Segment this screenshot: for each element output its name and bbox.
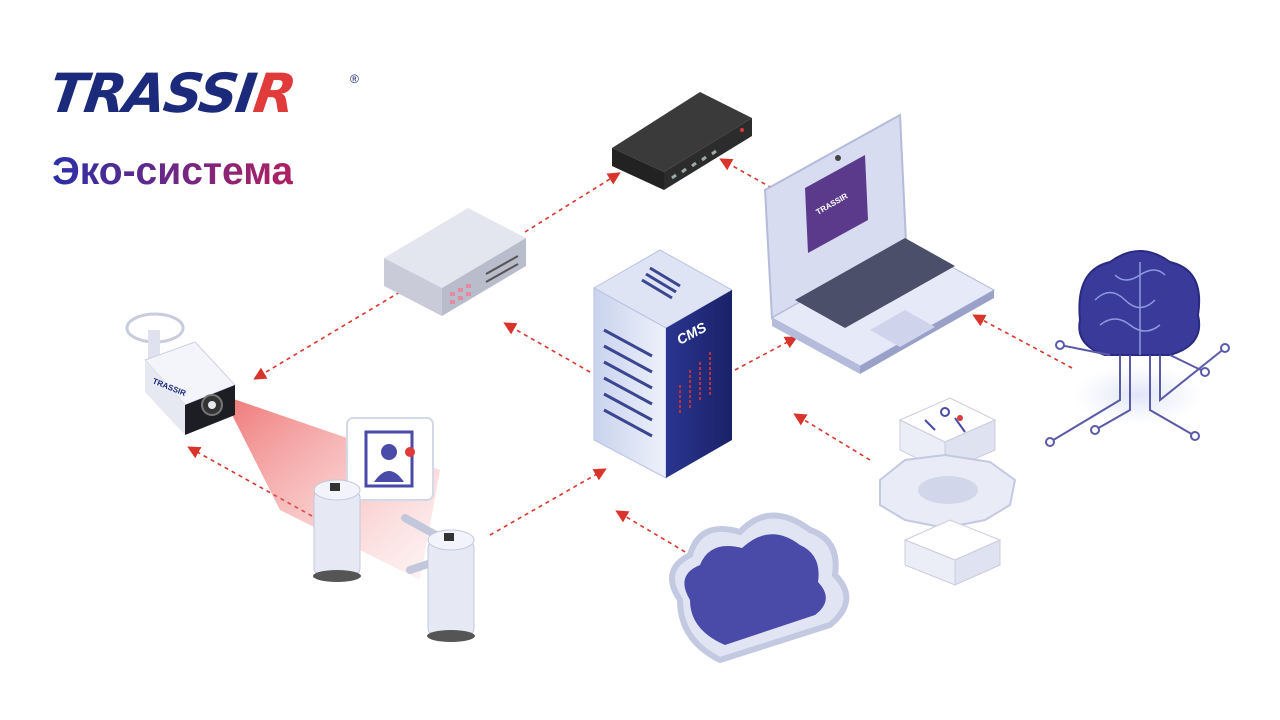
connection-arrows: [187, 158, 1073, 557]
page-title: Эко-система: [52, 150, 294, 193]
network-switch: [612, 92, 752, 190]
arrow-ai-to-laptop: [972, 314, 1073, 369]
arrow-laptop-to-switch: [719, 158, 773, 189]
arrow-modules-to-server: [793, 413, 871, 461]
arrow-server-to-recorder: [503, 322, 591, 373]
arrow-recorder-to-camera: [253, 291, 401, 380]
ai-brain-icon: [1045, 250, 1230, 447]
trassir-logo: TRASSIR: [46, 62, 299, 125]
arrow-server-to-laptop: [734, 336, 798, 371]
registered-mark: ®: [350, 72, 359, 86]
turnstile-left: [313, 479, 361, 582]
logo-text-main: TRASSI: [45, 62, 259, 125]
face-recognition-card: [346, 417, 434, 501]
analytics-modules: [879, 397, 1017, 586]
turnstile-right: [401, 514, 475, 642]
cms-server: CMS: [592, 249, 734, 479]
video-recorder: [384, 208, 526, 316]
arrow-turnstile-to-server: [489, 468, 607, 536]
laptop: TRASSIR: [763, 113, 996, 374]
cloud-storage: [669, 512, 850, 664]
arrow-recorder-to-switch: [524, 172, 621, 233]
arrow-cloud-to-server: [615, 510, 693, 557]
